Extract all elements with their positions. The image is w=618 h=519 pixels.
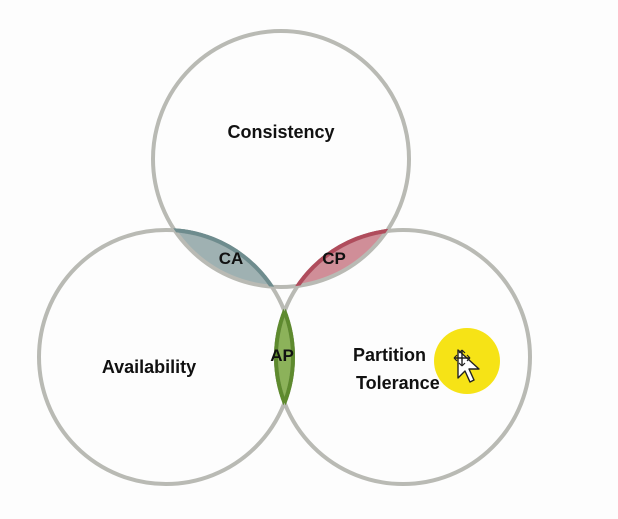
consistency-circle [151,29,411,289]
partition-label: Partition [353,345,426,365]
tolerance-label: Tolerance [356,373,440,393]
consistency-label: Consistency [227,122,334,142]
move-cursor-icon [453,349,480,383]
ap-label: AP [270,346,294,365]
cp-label: CP [322,249,346,268]
ca-label: CA [219,249,244,268]
availability-label: Availability [102,357,196,377]
